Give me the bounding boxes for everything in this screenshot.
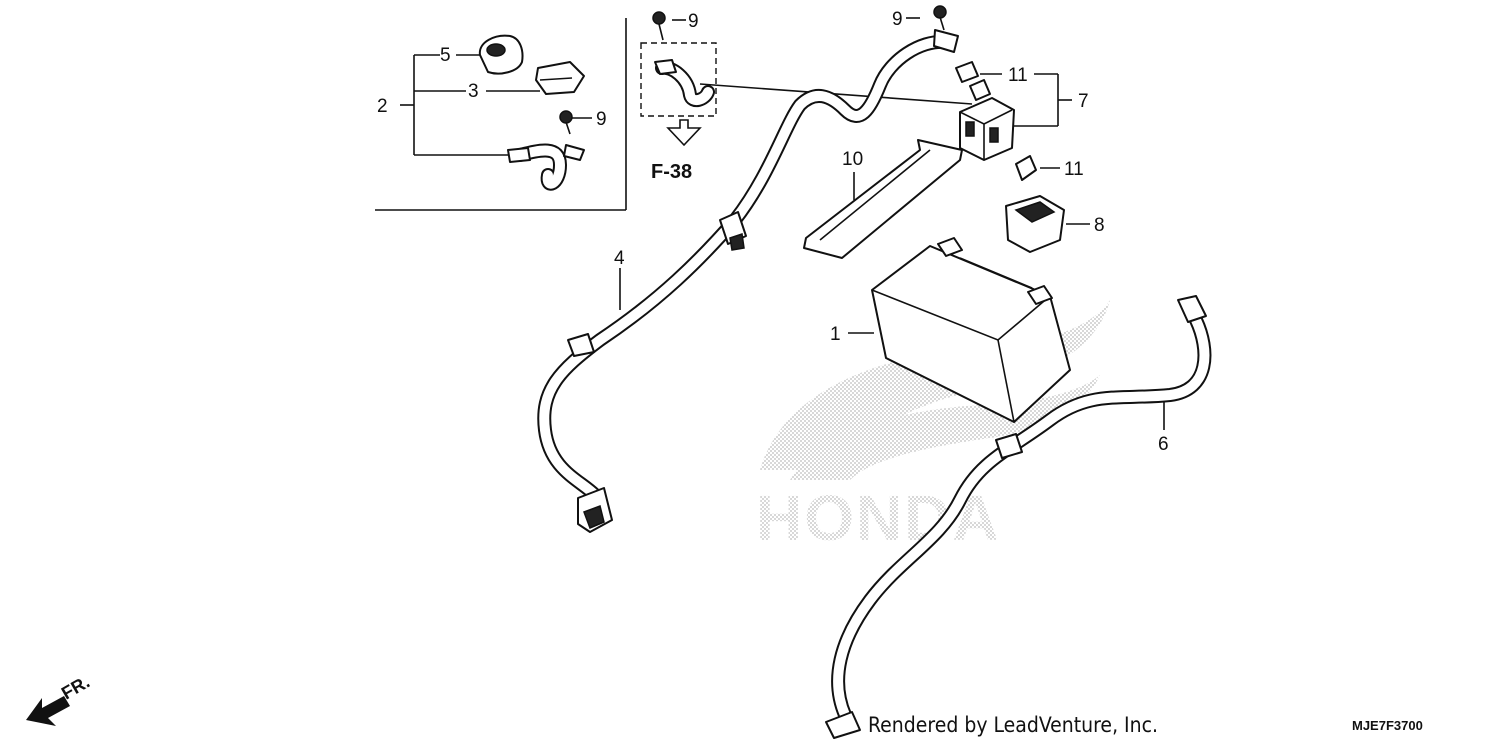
callout-11-mid: 11	[1064, 159, 1084, 180]
callout-6: 6	[1158, 434, 1169, 455]
battery-band-10: 10	[803, 139, 963, 259]
callout-9-inset: 9	[596, 109, 607, 130]
front-arrow-icon	[26, 696, 70, 726]
callout-10: 10	[842, 149, 863, 170]
front-direction-indicator: FR.	[26, 672, 93, 726]
callout-11-top: 11	[1008, 65, 1028, 86]
terminal-cover	[535, 61, 585, 95]
callout-9-ref: 9	[688, 11, 699, 32]
callout-4: 4	[614, 248, 625, 269]
fuse-cover-8: 8	[1005, 195, 1105, 253]
callout-2: 2	[377, 96, 388, 117]
callout-8: 8	[1094, 215, 1105, 236]
battery-cable-4: 4 9	[537, 5, 959, 533]
bolt-icon	[559, 110, 573, 135]
diagram-code: MJE7F3700	[1352, 718, 1423, 733]
reference-f38: F-38	[651, 161, 692, 183]
fuse-11: 11	[1015, 155, 1084, 181]
battery-cable-6: 6	[825, 295, 1212, 739]
fuse-box-7: 11 7	[955, 61, 1089, 161]
callout-7: 7	[1078, 91, 1089, 112]
terminal-cap	[478, 34, 524, 75]
callout-5: 5	[440, 45, 451, 66]
reference-box: 9 F-38	[640, 11, 717, 183]
inset-cable	[507, 143, 585, 191]
callout-9-top: 9	[892, 9, 903, 30]
inset-box: 5 3 2 9	[375, 18, 627, 211]
battery-1: 1	[830, 237, 1071, 423]
callout-3: 3	[468, 81, 479, 102]
callout-1: 1	[830, 324, 841, 345]
cable-end-connector	[577, 487, 613, 533]
credit-text: Rendered by LeadVenture, Inc.	[868, 713, 1158, 737]
